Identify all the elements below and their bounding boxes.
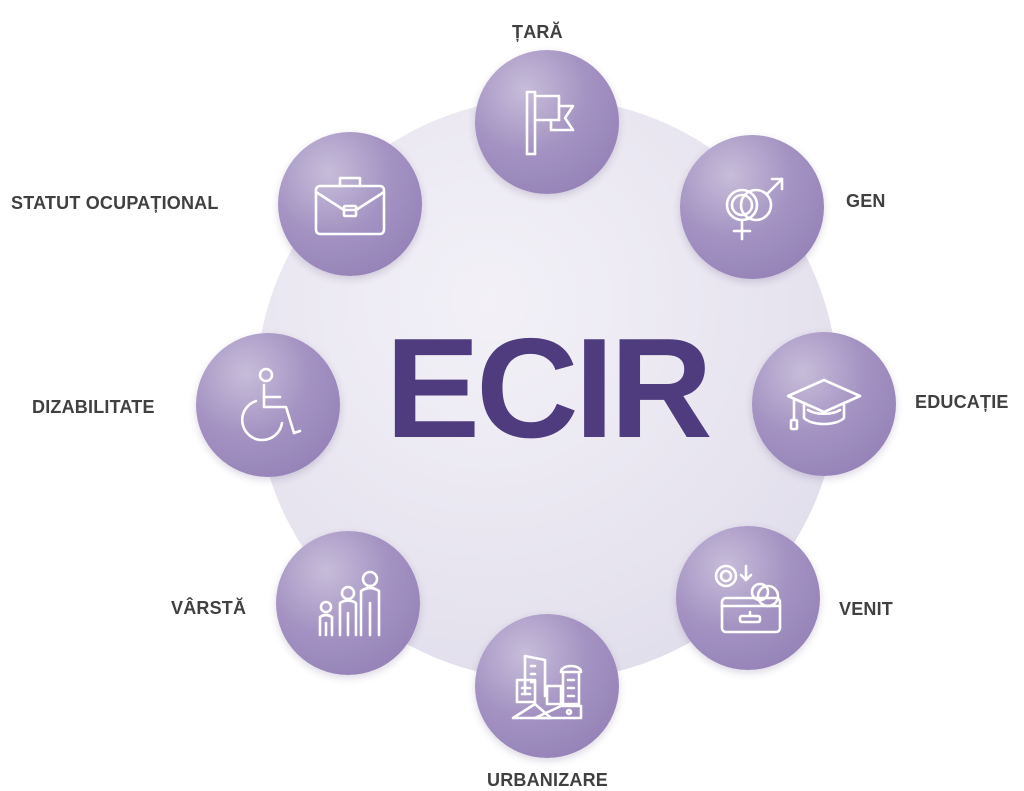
node-tara — [475, 50, 619, 194]
label-educatie: EDUCAȚIE — [915, 392, 1009, 412]
node-educatie — [752, 332, 896, 476]
label-varsta: VÂRSTĂ — [171, 598, 247, 618]
wheelchair-icon — [240, 367, 302, 442]
label-dizabilitate: DIZABILITATE — [32, 397, 155, 417]
node-dizabilitate — [196, 333, 340, 477]
label-statut: STATUT OCUPAȚIONAL — [11, 193, 219, 213]
label-venit: VENIT — [839, 599, 894, 619]
graduation-cap-icon — [786, 378, 862, 431]
node-varsta — [276, 531, 420, 675]
node-venit — [676, 526, 820, 670]
family-ages-icon — [318, 570, 381, 637]
briefcase-icon — [314, 176, 386, 236]
node-gen — [680, 135, 824, 279]
label-urbanizare: URBANIZARE — [487, 770, 608, 790]
label-tara: ȚARĂ — [512, 22, 563, 42]
node-statut — [278, 132, 422, 276]
flag-icon — [525, 90, 575, 156]
city-buildings-icon — [511, 654, 583, 720]
node-urbanizare — [475, 614, 619, 758]
gender-symbols-icon — [725, 177, 784, 241]
center-title: ECIR — [385, 309, 712, 468]
wallet-coins-icon — [714, 564, 782, 634]
label-gen: GEN — [846, 191, 886, 211]
